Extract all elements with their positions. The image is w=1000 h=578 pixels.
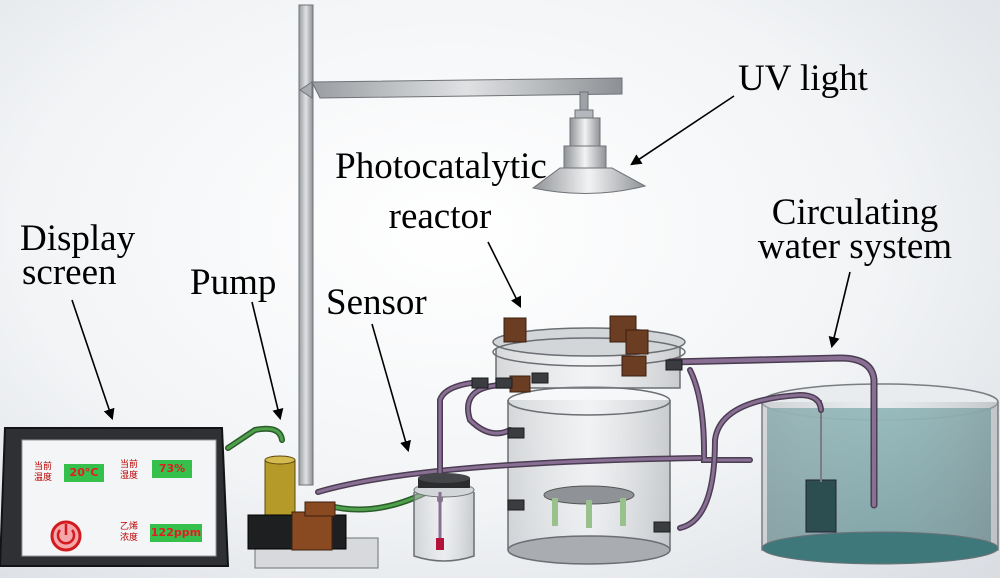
screen-caption-ethylene: 乙烯 浓度 [120, 522, 138, 544]
screen-temperature-value: 20°C [64, 464, 104, 482]
arrow-pump [251, 301, 284, 421]
arrow-display [71, 299, 115, 421]
display-device [0, 427, 230, 567]
water-bath [761, 383, 999, 565]
label-display-line2: screen [22, 252, 117, 293]
screen-caption-temperature: 当前 温度 [34, 462, 52, 484]
arrow-circulating [828, 271, 851, 349]
label-reactor-line2: reactor [388, 196, 492, 237]
label-uv-light: UV light [738, 58, 868, 99]
label-circulating-line2: water system [757, 226, 953, 267]
label-arrows [71, 95, 851, 453]
screen-caption-eth-line1: 乙烯 [120, 522, 139, 532]
power-icon[interactable] [50, 520, 82, 552]
photocatalytic-reactor [492, 315, 686, 565]
label-display-line1: Display [20, 218, 136, 259]
screen-caption-eth-line2: 浓度 [120, 533, 139, 543]
uv-lamp [531, 117, 647, 195]
sensor-jar [413, 473, 475, 562]
arrow-reactor [487, 241, 522, 309]
screen-caption-hum-line1: 当前 [120, 460, 139, 470]
screen-caption-hum-line2: 湿度 [120, 471, 139, 481]
arrow-uv-light [630, 95, 735, 166]
label-photocatalytic-line1: Photocatalytic [335, 146, 547, 187]
arrow-sensor [371, 323, 411, 453]
lamp-stand [298, 4, 623, 486]
label-pump: Pump [190, 262, 277, 303]
power-icon-arc [56, 529, 76, 545]
screen-ethylene-value: 122ppm [150, 524, 202, 542]
screen-humidity-value: 73% [152, 460, 192, 478]
connector-fittings [471, 359, 683, 533]
label-sensor: Sensor [326, 282, 427, 323]
pump [247, 455, 379, 569]
screen-caption-humidity: 当前 湿度 [120, 460, 138, 482]
screen-caption-temp-line2: 温度 [34, 473, 53, 483]
screen-caption-temp-line1: 当前 [34, 462, 53, 472]
label-circulating-line1: Circulating [771, 192, 939, 233]
